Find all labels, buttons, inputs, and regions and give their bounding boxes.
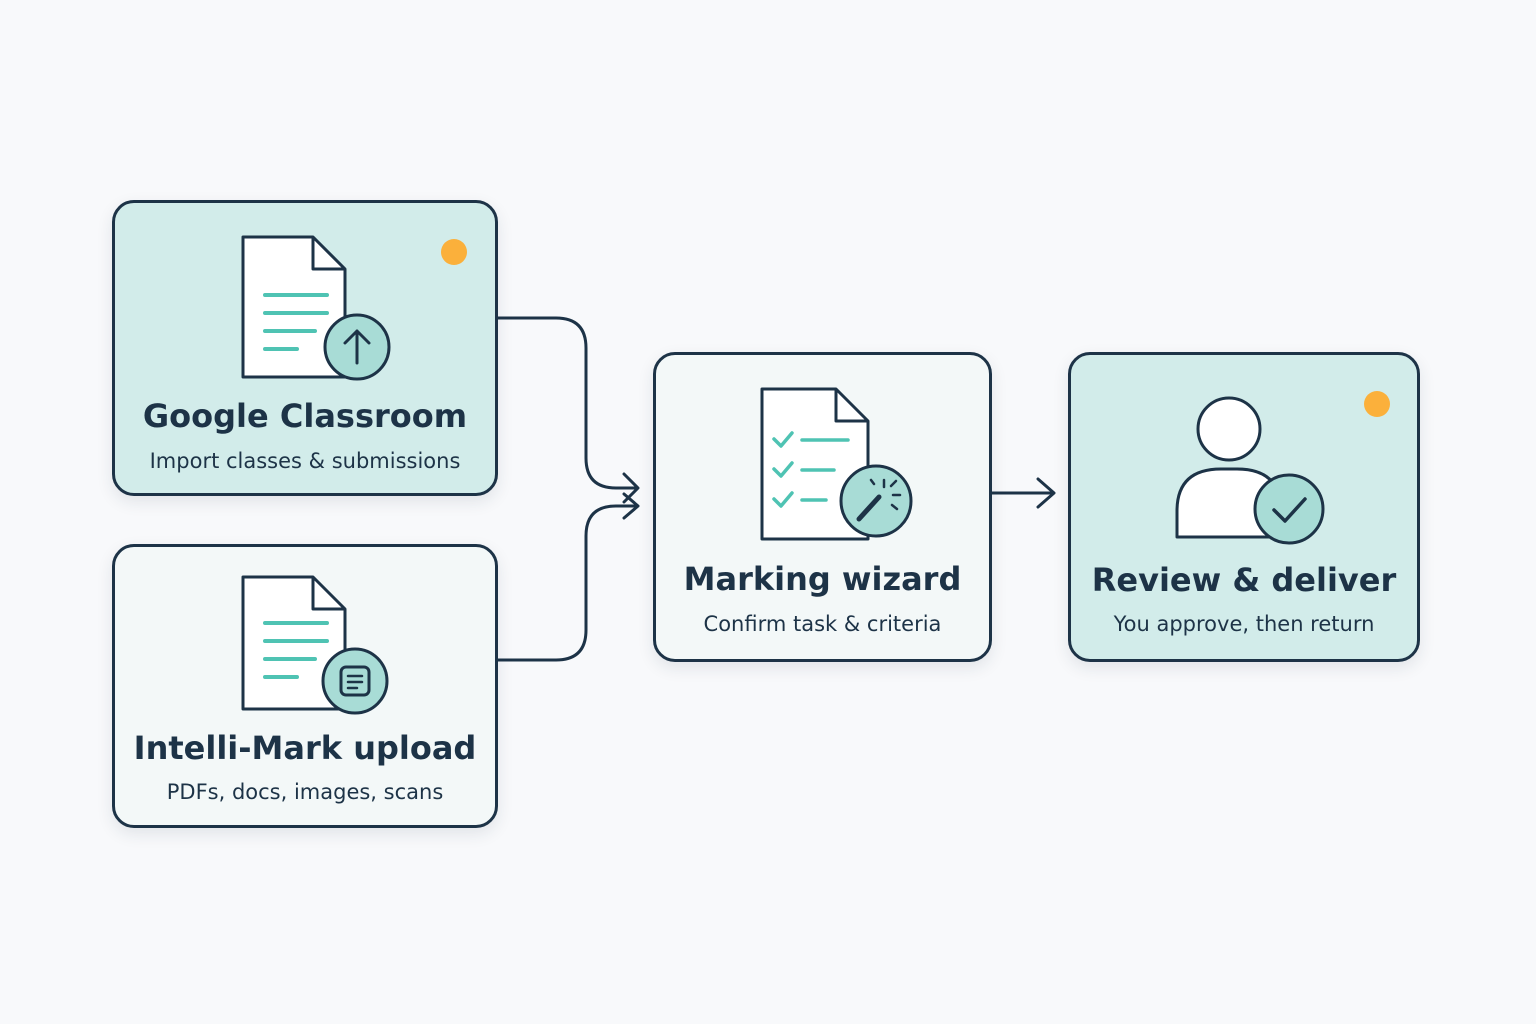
document-file-icon [241, 575, 389, 715]
checklist-wand-icon [760, 387, 913, 541]
step-title: Review & deliver [1091, 561, 1397, 599]
step-card-marking-wizard: Marking wizard Confirm task & criteria [653, 352, 992, 662]
step-title: Intelli-Mark upload [133, 729, 477, 767]
status-dot [441, 239, 467, 265]
status-dot [1364, 391, 1390, 417]
document-upload-icon [241, 235, 391, 381]
connector-classroom-to-wizard [496, 316, 638, 490]
user-check-icon [1175, 396, 1325, 545]
step-subtitle: You approve, then return [1113, 612, 1375, 636]
step-card-intelli-mark-upload: Intelli-Mark upload PDFs, docs, images, … [112, 544, 498, 828]
step-subtitle: Import classes & submissions [149, 449, 461, 473]
step-subtitle: PDFs, docs, images, scans [166, 780, 444, 804]
connector-upload-to-wizard [496, 504, 638, 662]
step-title: Marking wizard [683, 560, 962, 598]
step-card-review-deliver: Review & deliver You approve, then retur… [1068, 352, 1420, 662]
step-title: Google Classroom [142, 397, 468, 435]
step-subtitle: Confirm task & criteria [703, 612, 942, 636]
step-card-google-classroom: Google Classroom Import classes & submis… [112, 200, 498, 496]
arrowhead-upload [622, 492, 640, 520]
arrowhead-review [1036, 477, 1056, 509]
